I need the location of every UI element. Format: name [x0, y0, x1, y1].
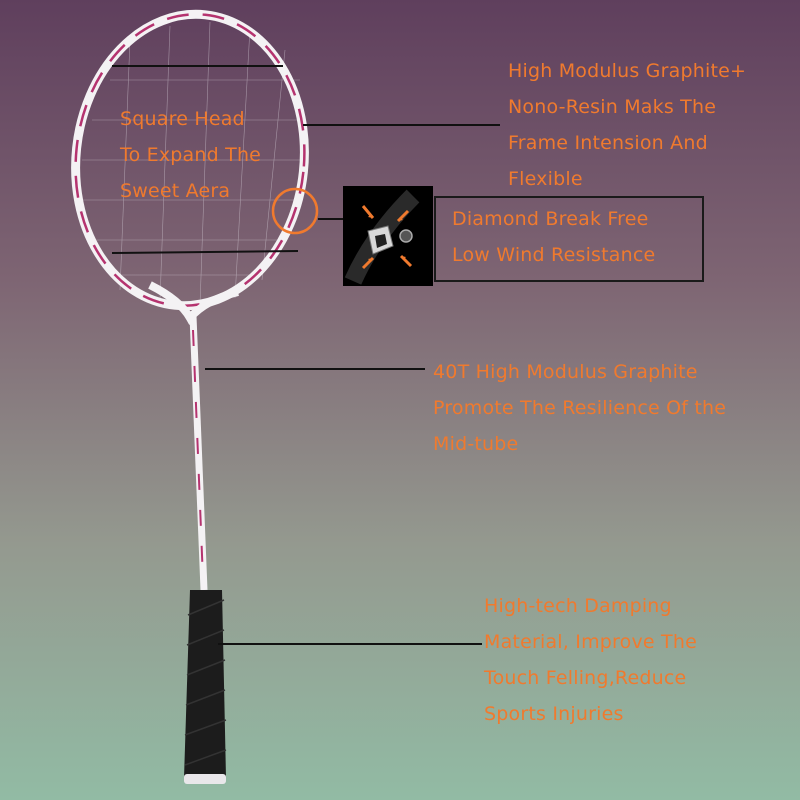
callout-diamond-break: Diamond Break Free Low Wind Resistance [452, 201, 655, 273]
callout-mid-tube: 40T High Modulus Graphite Promote The Re… [433, 354, 726, 462]
callout-square-head: Square Head To Expand The Sweet Aera [120, 101, 261, 209]
callout-line: Square Head [120, 108, 245, 130]
callout-line: Material, Improve The [484, 631, 697, 653]
callout-line: High-tech Damping [484, 595, 672, 617]
callout-line: Mid-tube [433, 433, 519, 455]
highlight-circle-icon [271, 187, 319, 235]
callout-line: Sports Injuries [484, 703, 624, 725]
racket-frame-cross-section-icon [343, 186, 433, 286]
racket-butt-cap [184, 774, 226, 784]
callout-line: Frame Intension And [508, 132, 708, 154]
racket-shaft-accent [192, 329, 204, 581]
callout-line: Promote The Resilience Of the [433, 397, 727, 419]
callout-line: Touch Felling,Reduce [484, 667, 687, 689]
callout-line: 40T High Modulus Graphite [433, 361, 698, 383]
callout-line: To Expand The [120, 144, 262, 166]
callout-line: Flexible [508, 168, 583, 190]
grip-wrap-lines [184, 599, 227, 766]
callout-line: Low Wind Resistance [452, 244, 656, 266]
callout-line: Diamond Break Free [452, 208, 649, 230]
racket-strings [82, 21, 305, 306]
racket-grip [184, 590, 226, 778]
diamond-feature-box [434, 196, 704, 282]
callout-damping-handle: High-tech Damping Material, Improve The … [484, 588, 697, 732]
callout-line: High Modulus Graphite+ [508, 60, 747, 82]
callout-frame-graphite: High Modulus Graphite+ Nono-Resin Maks T… [508, 53, 746, 197]
callout-line: Nono-Resin Maks The [508, 96, 717, 118]
racket-head-accent [74, 13, 306, 307]
leader-bottom-string [111, 250, 299, 254]
leader-lines [111, 65, 500, 645]
callout-line: Sweet Aera [120, 180, 231, 202]
